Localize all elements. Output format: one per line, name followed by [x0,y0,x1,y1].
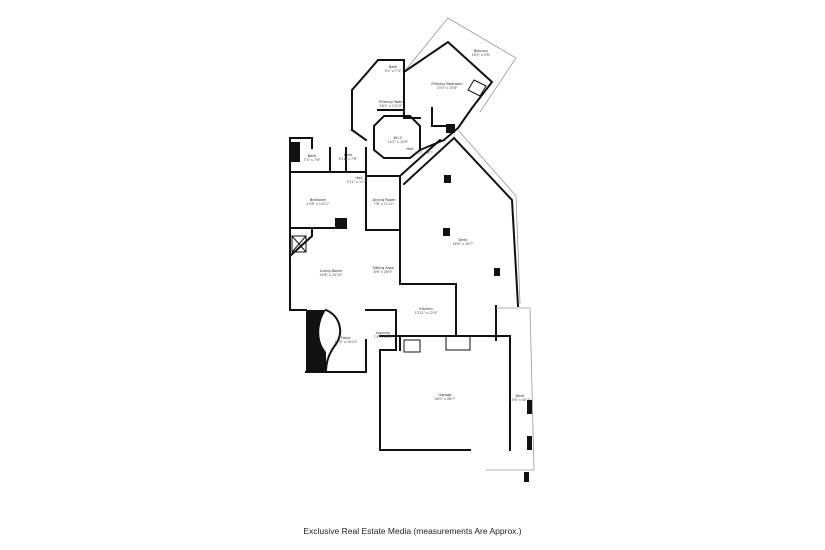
room-dims-bedroom: 13'8" x 14'11" [307,202,330,206]
room-name-deck-lower: Deck [515,394,525,398]
room-dims-deck-upper: 26'6" x 26'7" [453,242,474,246]
primary-bedroom-walls [403,71,451,127]
room-dims-living-room: 20'6" x 20'10" [320,273,343,277]
room-name-garage: Garage [438,393,452,397]
room-name-balcony: Balcony [474,49,489,53]
primary-wing-walls [402,40,494,142]
lower-deck-post-3 [524,472,529,482]
foyer-stair-block [306,310,326,372]
room-name-deck-upper: Deck [458,238,468,242]
bedroom-wing-walls [289,137,367,229]
lower-deck-post-2 [527,436,532,450]
balcony-outline [403,17,517,113]
room-dims-sitting-area: 8'6" x 26'0" [374,270,393,274]
room-name-bath-left: Bath [308,154,316,158]
upper-hall-walls [398,136,456,186]
room-name-laundry: Laundry [376,331,392,335]
balcony-stair [467,79,487,97]
room-dims-laundry: 7'4" x 12'3" [374,335,393,339]
room-dims-foyer: 17'9" x 16'10" [335,340,358,344]
bedroom-solid-2 [335,218,347,227]
room-dims-bath-right: 6'11" x 7'8" [339,157,358,161]
room-dims-deck-lower: 13'6" x 40'7" [510,398,531,402]
room-name-hall: Hall [407,147,414,151]
dining-walls [365,175,401,231]
sitting-area-walls [399,229,457,351]
room-dims-bath-upper: 5'2" x 7'4" [385,69,402,73]
room-name-foyer: Foyer [341,336,351,340]
garage-walls [379,335,511,451]
lower-deck-post-1 [527,400,532,414]
room-dims-hall-2: 3'11" x 11'7" [347,180,368,184]
deck-post-3 [494,268,500,276]
room-name-primary-bath: Primary Bath [379,100,402,104]
room-name-bath-right: Bath [344,153,352,157]
room-dims-primary-bedroom: 13'0" x 15'8" [437,86,458,90]
room-labels: Balcony 16'0" x 9'6" Bath 5'2" x 7'4" Pr… [304,49,531,402]
room-dims-dining-room: 7'8" x 11'11" [374,202,395,206]
room-name-wic: W.I.C [394,136,403,140]
room-dims-kitchen: 13'11" x 12'0" [415,311,438,315]
room-name-bath-upper: Bath [389,65,397,69]
upper-bath-walls [364,59,405,76]
living-room-walls [288,227,313,311]
deck-post-2 [443,228,450,236]
room-name-sitting-area: Sitting Area [372,266,393,270]
primary-bath-walls [350,72,405,142]
living-fireplace [291,235,307,253]
room-dims-garage: 28'0" x 28'7" [435,397,456,401]
room-name-living-room: Living Room [320,269,343,273]
room-dims-balcony: 16'0" x 9'6" [472,53,491,57]
garage-stair [403,335,471,353]
room-dims-primary-bath: 18'1" x 13'10" [380,104,403,108]
room-name-dining-room: Dining Room [373,198,396,202]
upper-deck-rail [457,129,521,305]
footer-caption: Exclusive Real Estate Media (measurement… [303,526,522,536]
room-name-hall-2: Hall [356,176,363,180]
room-name-primary-bedroom: Primary Bedroom [431,82,463,86]
deck-post-1 [444,175,451,183]
room-dims-bath-left: 7'2" x 7'8" [304,158,321,162]
fireplace-block [446,124,455,133]
room-dims-hall: 10'7" x 3'7" [415,151,434,155]
room-dims-wic: 14'2" x 10'8" [388,140,409,144]
foyer-stair-curve [324,308,342,374]
bedroom-solid [290,142,300,162]
lower-deck-rail [486,307,535,471]
upper-deck-walls [452,136,520,341]
room-name-kitchen: Kitchen [419,307,433,311]
room-name-bedroom: Bedroom [310,198,327,202]
